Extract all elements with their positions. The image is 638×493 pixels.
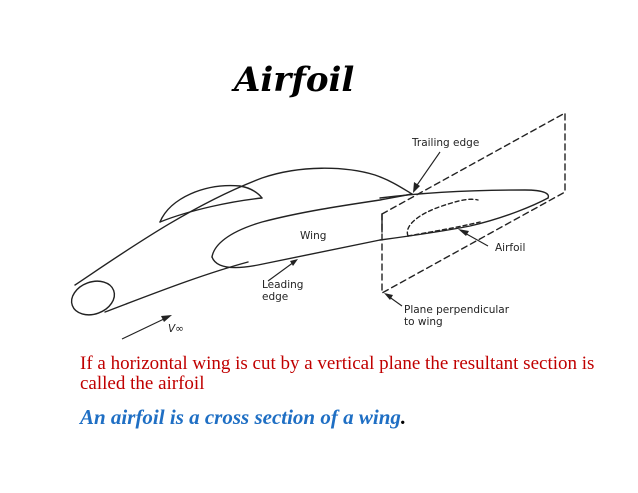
velocity-arrow-line: [121, 317, 167, 340]
trailing-edge-arrowhead: [413, 182, 420, 193]
wing-upper-surface: [379, 189, 550, 199]
leading-edge-leader: [267, 261, 295, 282]
canopy: [159, 184, 263, 223]
label-leading-edge-2: edge: [262, 291, 288, 303]
label-wing: Wing: [300, 230, 326, 242]
wing-leading-edge: [211, 193, 413, 258]
label-airfoil: Airfoil: [495, 242, 525, 254]
plane-arrowhead: [384, 293, 393, 300]
caption-summary-period: .: [400, 405, 407, 429]
fuselage-lower-line: [104, 261, 249, 313]
caption-summary: An airfoil is a cross section of a wing.: [80, 405, 406, 430]
label-leading-edge-1: Leading: [262, 279, 303, 291]
canopy-base: [159, 197, 263, 223]
fuselage-nose: [70, 280, 116, 316]
airfoil-leader: [462, 231, 489, 247]
slide-title: Airfoil: [234, 60, 355, 100]
velocity-arrowhead: [161, 315, 172, 322]
label-plane-2: to wing: [404, 316, 443, 328]
fuselage-upper-line: [74, 167, 413, 286]
caption-summary-text: An airfoil is a cross section of a wing: [80, 405, 401, 429]
leading-edge-arrowhead: [290, 259, 298, 266]
caption-definition: If a horizontal wing is cut by a vertica…: [80, 353, 595, 394]
wing-root-line: [211, 239, 381, 269]
airfoil-section: [406, 198, 479, 237]
label-velocity: V∞: [168, 323, 184, 335]
airfoil-arrowhead: [458, 229, 469, 236]
perpendicular-plane: [381, 112, 566, 294]
label-plane-1: Plane perpendicular: [404, 304, 510, 316]
trailing-edge-leader: [414, 151, 441, 189]
airfoil-section-lower: [407, 221, 481, 237]
label-trailing-edge: Trailing edge: [411, 137, 479, 149]
